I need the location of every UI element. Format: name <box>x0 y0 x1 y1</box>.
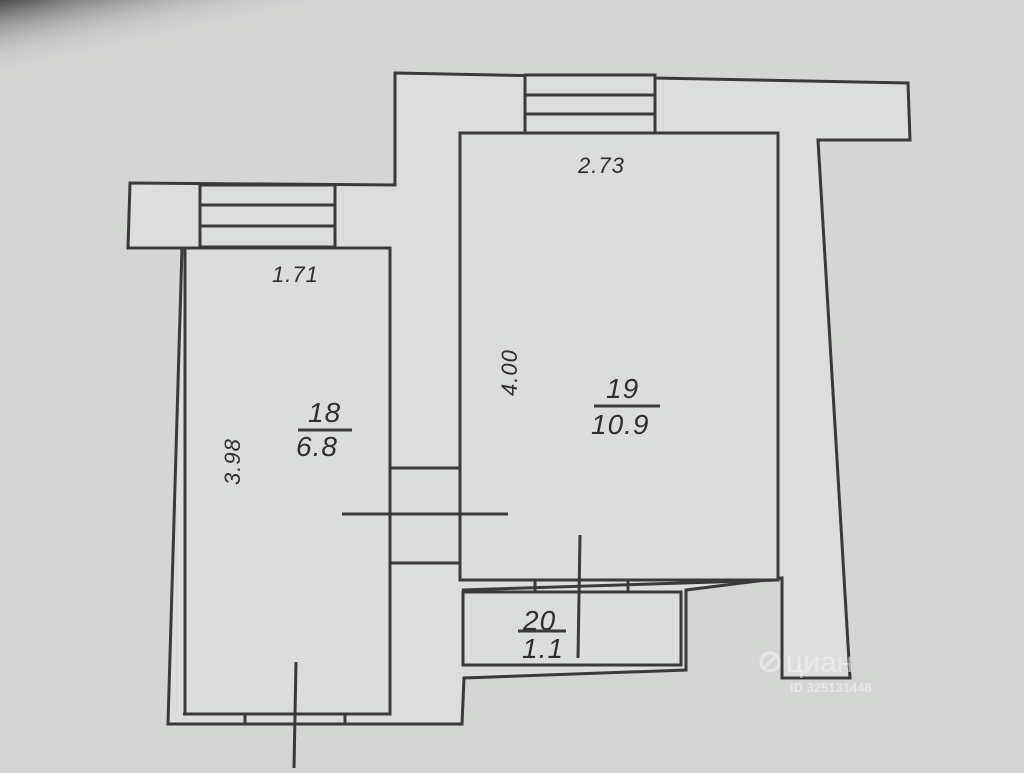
room-18-number: 18 <box>308 397 341 428</box>
room-18 <box>183 246 392 716</box>
room-18-width: 1.71 <box>272 262 319 287</box>
room-19-number: 19 <box>606 373 639 404</box>
section-line-vertical-right <box>576 534 582 659</box>
watermark: циан ID 325131448 <box>759 646 872 695</box>
balcony-door-line <box>461 578 779 592</box>
left-stairs <box>198 183 337 249</box>
section-line-vertical-left <box>292 661 298 769</box>
room-19-area: 10.9 <box>591 409 650 440</box>
watermark-brand: циан <box>786 646 853 679</box>
photo-shadow <box>0 0 360 80</box>
room-19-length: 4.00 <box>497 349 522 396</box>
watermark-id: ID 325131448 <box>790 680 872 695</box>
top-stairs <box>523 73 657 135</box>
room-19-width: 2.73 <box>577 153 625 178</box>
room-18-area: 6.8 <box>296 431 338 462</box>
room-20 <box>461 590 683 667</box>
room-19 <box>458 131 780 582</box>
room-20-area: 1.1 <box>522 633 564 664</box>
cian-logo-icon <box>759 651 781 673</box>
room-18-length: 3.98 <box>220 438 245 485</box>
